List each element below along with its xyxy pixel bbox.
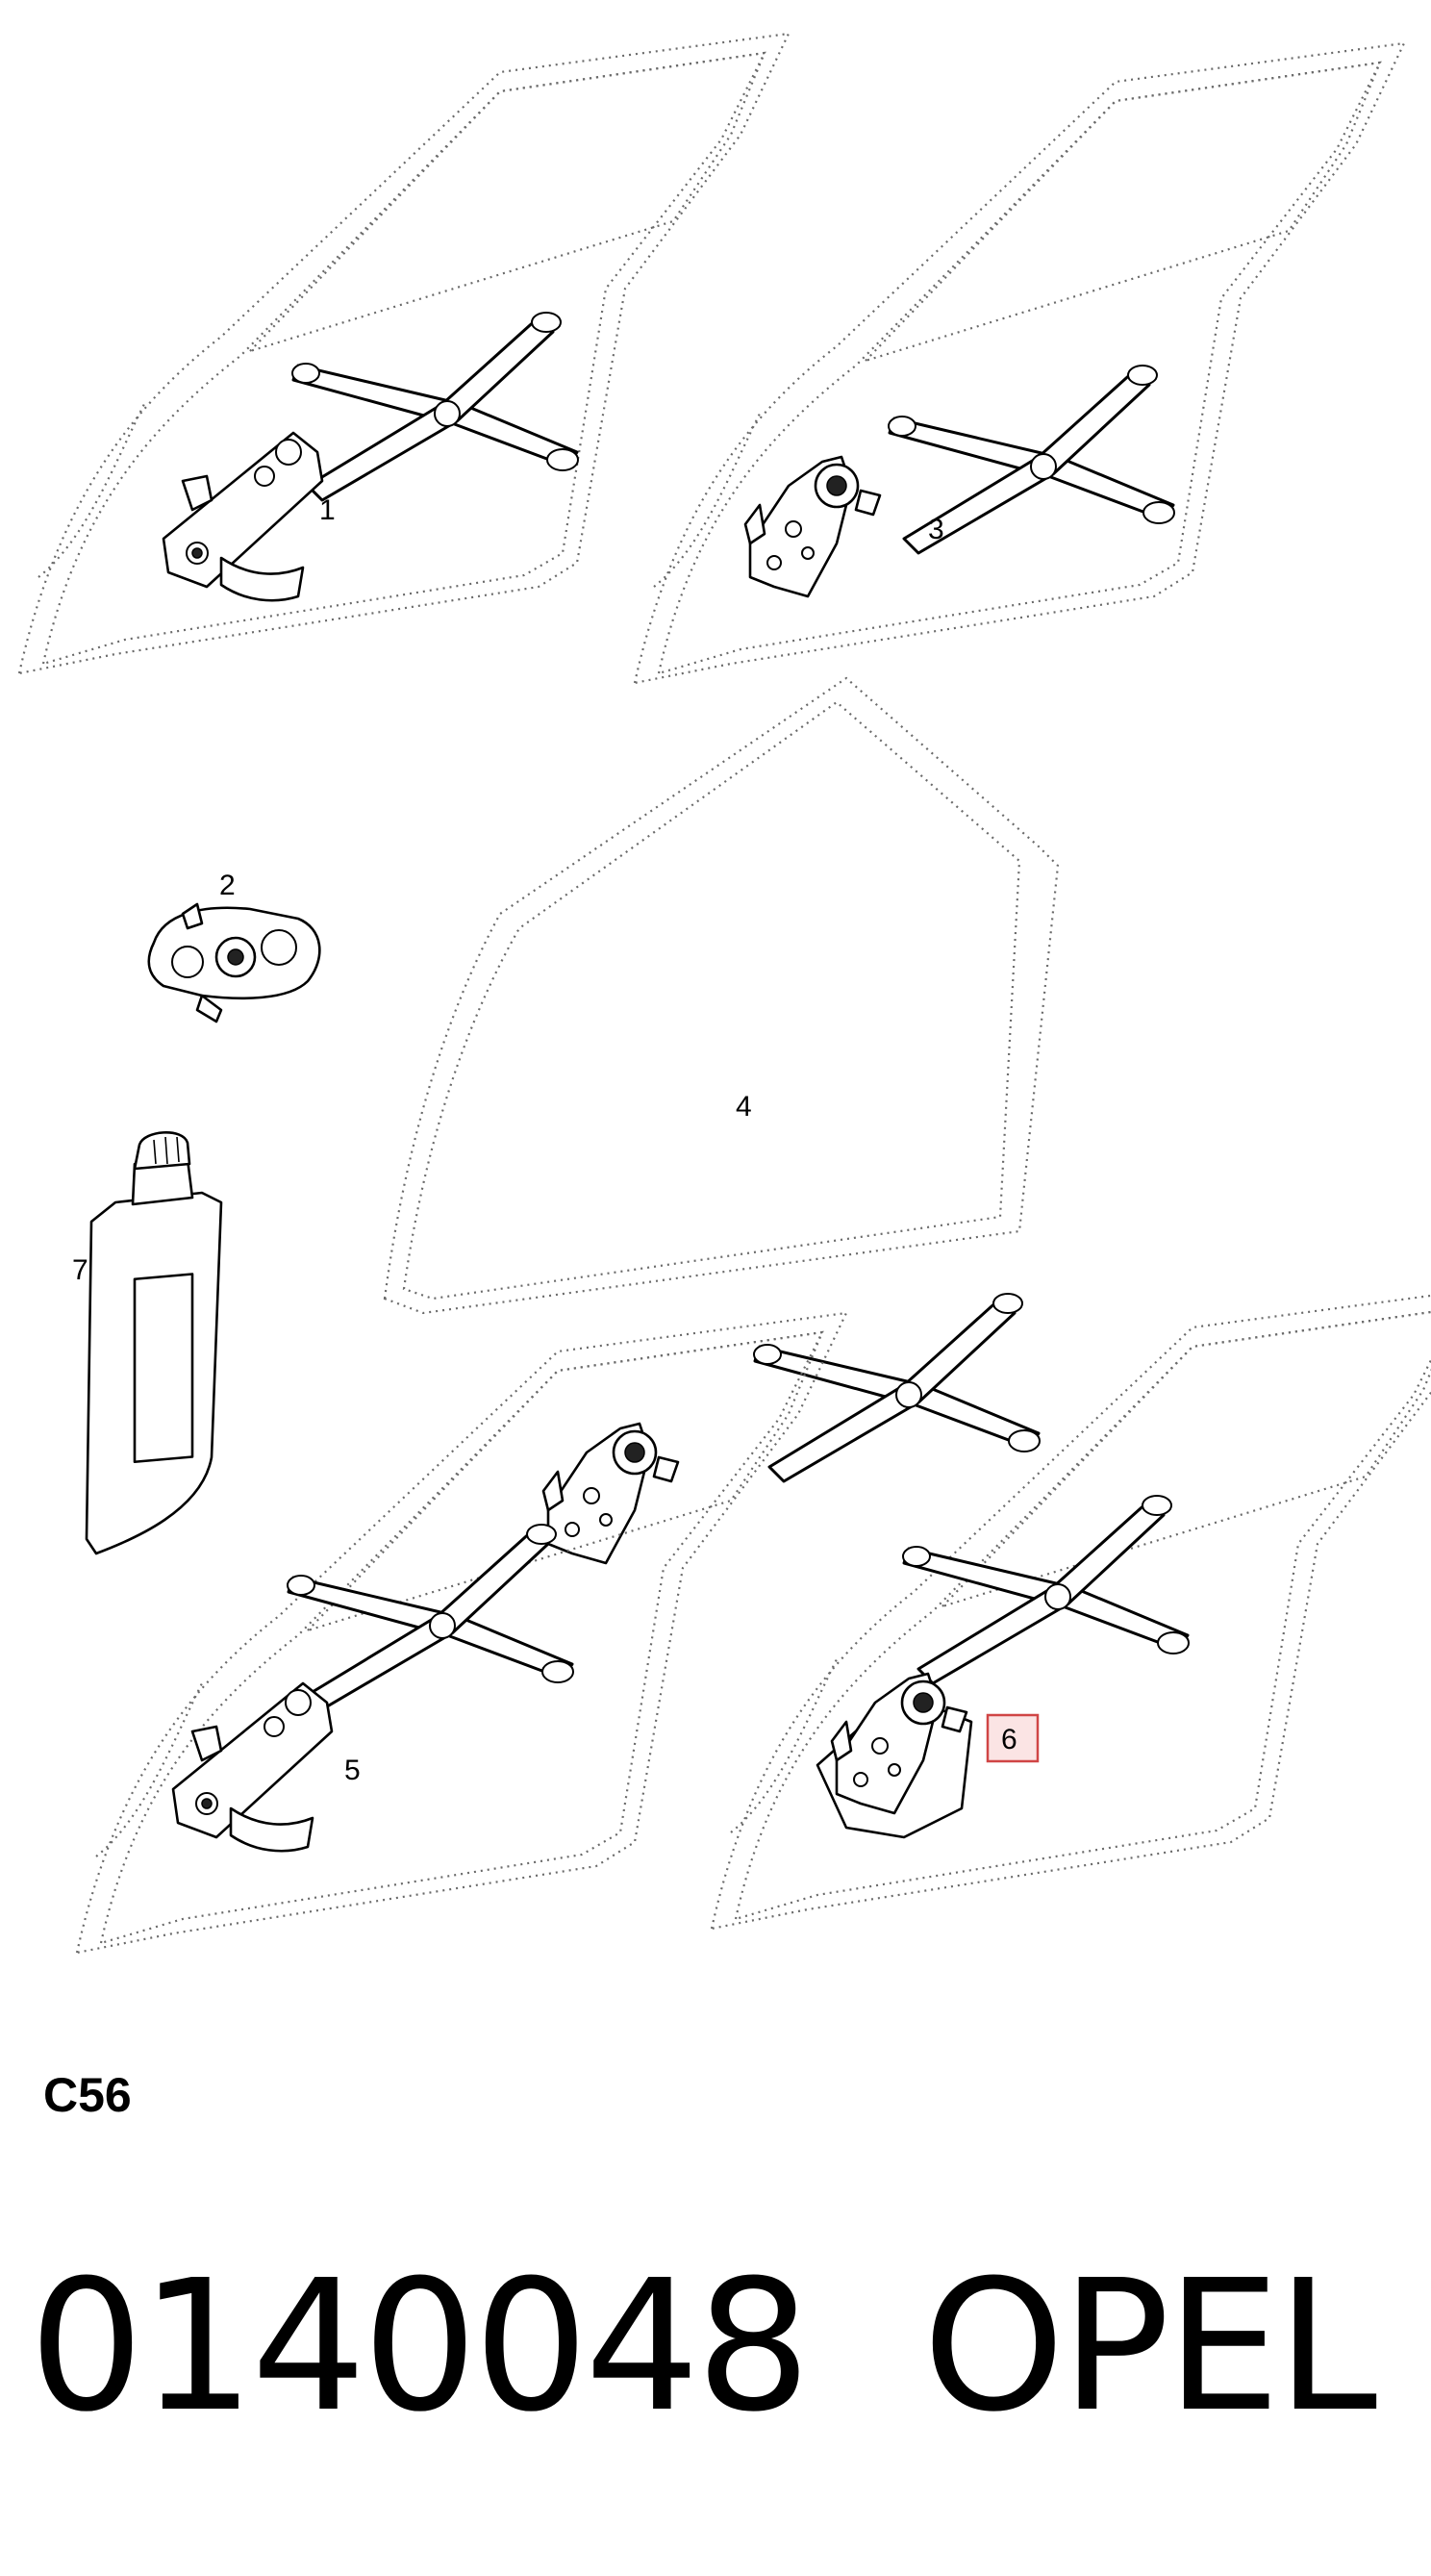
callout-6-highlight <box>986 1713 1040 1763</box>
assembly-6 <box>710 1287 1431 1931</box>
item-7-grease-tube <box>85 1131 223 1555</box>
callout-1: 1 <box>319 494 336 526</box>
callout-5: 5 <box>344 1755 361 1786</box>
callout-3: 3 <box>928 514 944 545</box>
brand-name: OPEL <box>922 2241 1377 2452</box>
callout-2: 2 <box>219 870 236 901</box>
callout-7: 7 <box>72 1254 88 1286</box>
window-regulator-diagram: 1 3 2 4 7 5 <box>17 32 1431 2122</box>
section-code: C56 <box>43 2068 132 2122</box>
assembly-1 <box>17 32 791 675</box>
part-info: 0140048 OPEL <box>29 2241 1414 2453</box>
assembly-3 <box>633 41 1406 685</box>
callout-4: 4 <box>736 1091 752 1123</box>
item-2-motor <box>147 902 321 1023</box>
part-number: 0140048 <box>29 2241 811 2452</box>
callout-6: 6 <box>1001 1724 1017 1755</box>
assembly-4 <box>383 676 1060 1565</box>
